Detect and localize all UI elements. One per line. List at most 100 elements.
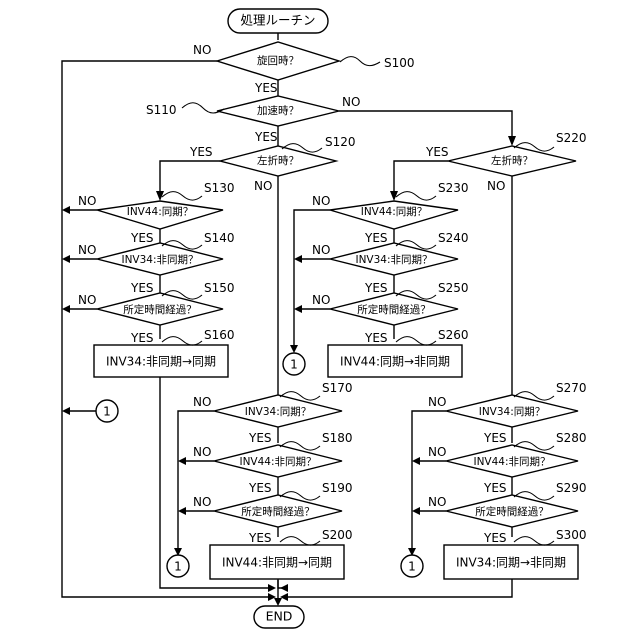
process-s160-text: INV34:非同期→同期 [106, 355, 216, 369]
yes-label-s280: YES [483, 481, 507, 495]
decision-s220-text: 左折時？ [491, 154, 533, 167]
decision-s270: INV34:同期？ [446, 395, 578, 427]
yes-label-s270: YES [483, 431, 507, 445]
decision-s230-text: INV44:同期？ [361, 206, 428, 218]
step-label-s160: S160 [204, 328, 235, 342]
decision-s150-text: 所定時間経過？ [123, 303, 197, 316]
step-label-s130: S130 [204, 181, 235, 195]
step-label-s290: S290 [556, 481, 587, 495]
start-label: 処理ルーチン [240, 13, 315, 28]
yes-label-s110: YES [254, 130, 278, 144]
connector-s250: 1 [283, 353, 305, 375]
no-label-s290: NO [428, 495, 446, 509]
decision-s280-text: INV44:非同期？ [473, 456, 550, 468]
no-label-s140: NO [78, 243, 96, 257]
process-s260-text: INV44:同期→非同期 [340, 355, 450, 369]
connector-s290: 1 [401, 555, 423, 577]
no-label-s130: NO [78, 194, 96, 208]
step-label-s190: S190 [322, 481, 353, 495]
decision-s250: 所定時間経過？ [330, 293, 458, 325]
yes-label-s140: YES [130, 281, 154, 295]
connector-s190: 1 [167, 555, 189, 577]
process-s160: INV34:非同期→同期 [94, 345, 228, 377]
decision-s170-text: INV34:同期？ [245, 406, 312, 418]
connector-left-label: 1 [103, 405, 111, 419]
connector-s290-label: 1 [408, 560, 416, 574]
decision-s110-text: 加速時？ [257, 105, 299, 117]
yes-label-s100: YES [254, 81, 278, 95]
step-label-s100: S100 [384, 56, 415, 70]
step-label-s200: S200 [322, 528, 353, 542]
no-label-s240: NO [312, 243, 330, 257]
no-label-s230: NO [312, 194, 330, 208]
no-label-s190: NO [193, 495, 211, 509]
yes-label-s170: YES [248, 431, 272, 445]
start-terminal: 処理ルーチン [228, 9, 328, 33]
decision-s100: 旋回時？ [217, 42, 339, 80]
step-label-s260: S260 [438, 328, 469, 342]
decision-s290-text: 所定時間経過？ [475, 505, 549, 518]
decision-s140: INV34:非同期？ [97, 243, 223, 275]
step-label-s300: S300 [556, 528, 587, 542]
yes-label-s240: YES [364, 281, 388, 295]
no-label-s220: NO [487, 179, 505, 193]
decision-s290: 所定時間経過？ [446, 495, 578, 527]
end-label: END [266, 609, 293, 624]
process-s300: INV34:同期→非同期 [444, 545, 578, 579]
yes-label-s250: YES [364, 331, 388, 345]
decision-s190: 所定時間経過？ [214, 495, 342, 527]
decision-s120-text: 左折時？ [257, 154, 299, 167]
yes-label-s220: YES [425, 145, 449, 159]
connector-s250-label: 1 [290, 358, 298, 372]
step-label-s110: S110 [146, 103, 177, 117]
end-terminal: END [254, 606, 304, 628]
step-label-s220: S220 [556, 131, 587, 145]
step-label-s170: S170 [322, 381, 353, 395]
yes-label-s130: YES [130, 231, 154, 245]
decision-s220: 左折時？ [448, 146, 576, 176]
decision-s180: INV44:非同期？ [214, 445, 342, 477]
decision-s150: 所定時間経過？ [97, 293, 223, 325]
decision-s280: INV44:非同期？ [446, 445, 578, 477]
decision-s110: 加速時？ [217, 96, 339, 126]
yes-label-s180: YES [248, 481, 272, 495]
decision-s270-text: INV34:同期？ [479, 406, 546, 418]
yes-label-s190: YES [248, 531, 272, 545]
step-label-s270: S270 [556, 381, 587, 395]
no-label-s250: NO [312, 293, 330, 307]
decision-s140-text: INV34:非同期？ [121, 254, 198, 266]
yes-label-s150: YES [130, 331, 154, 345]
yes-label-s120: YES [189, 145, 213, 159]
decision-s240-text: INV34:非同期？ [355, 254, 432, 266]
decision-s230: INV44:同期？ [330, 201, 458, 229]
decision-s180-text: INV44:非同期？ [239, 456, 316, 468]
no-label-s120: NO [254, 179, 272, 193]
decision-s250-text: 所定時間経過？ [357, 303, 431, 316]
connector-s190-label: 1 [174, 560, 182, 574]
decision-s170: INV34:同期？ [214, 395, 342, 427]
yes-label-s290: YES [483, 531, 507, 545]
connector-left: 1 [96, 400, 118, 422]
step-label-s240: S240 [438, 231, 469, 245]
no-label-s100: NO [193, 43, 211, 57]
no-label-s110: NO [342, 95, 360, 109]
decision-s190-text: 所定時間経過？ [241, 505, 315, 518]
step-label-s150: S150 [204, 281, 235, 295]
step-label-s280: S280 [556, 431, 587, 445]
process-s200: INV44:非同期→同期 [210, 545, 344, 579]
decision-s130-text: INV44:同期？ [127, 206, 194, 218]
step-label-s230: S230 [438, 181, 469, 195]
process-s260: INV44:同期→非同期 [328, 345, 462, 377]
no-label-s270: NO [428, 395, 446, 409]
process-s200-text: INV44:非同期→同期 [222, 556, 332, 570]
step-label-s180: S180 [322, 431, 353, 445]
no-label-s180: NO [193, 445, 211, 459]
no-label-s150: NO [78, 293, 96, 307]
step-label-s120: S120 [325, 135, 356, 149]
step-label-s250: S250 [438, 281, 469, 295]
decision-s240: INV34:非同期？ [330, 243, 458, 275]
yes-label-s230: YES [364, 231, 388, 245]
step-label-s140: S140 [204, 231, 235, 245]
decision-s100-text: 旋回時？ [257, 54, 299, 67]
